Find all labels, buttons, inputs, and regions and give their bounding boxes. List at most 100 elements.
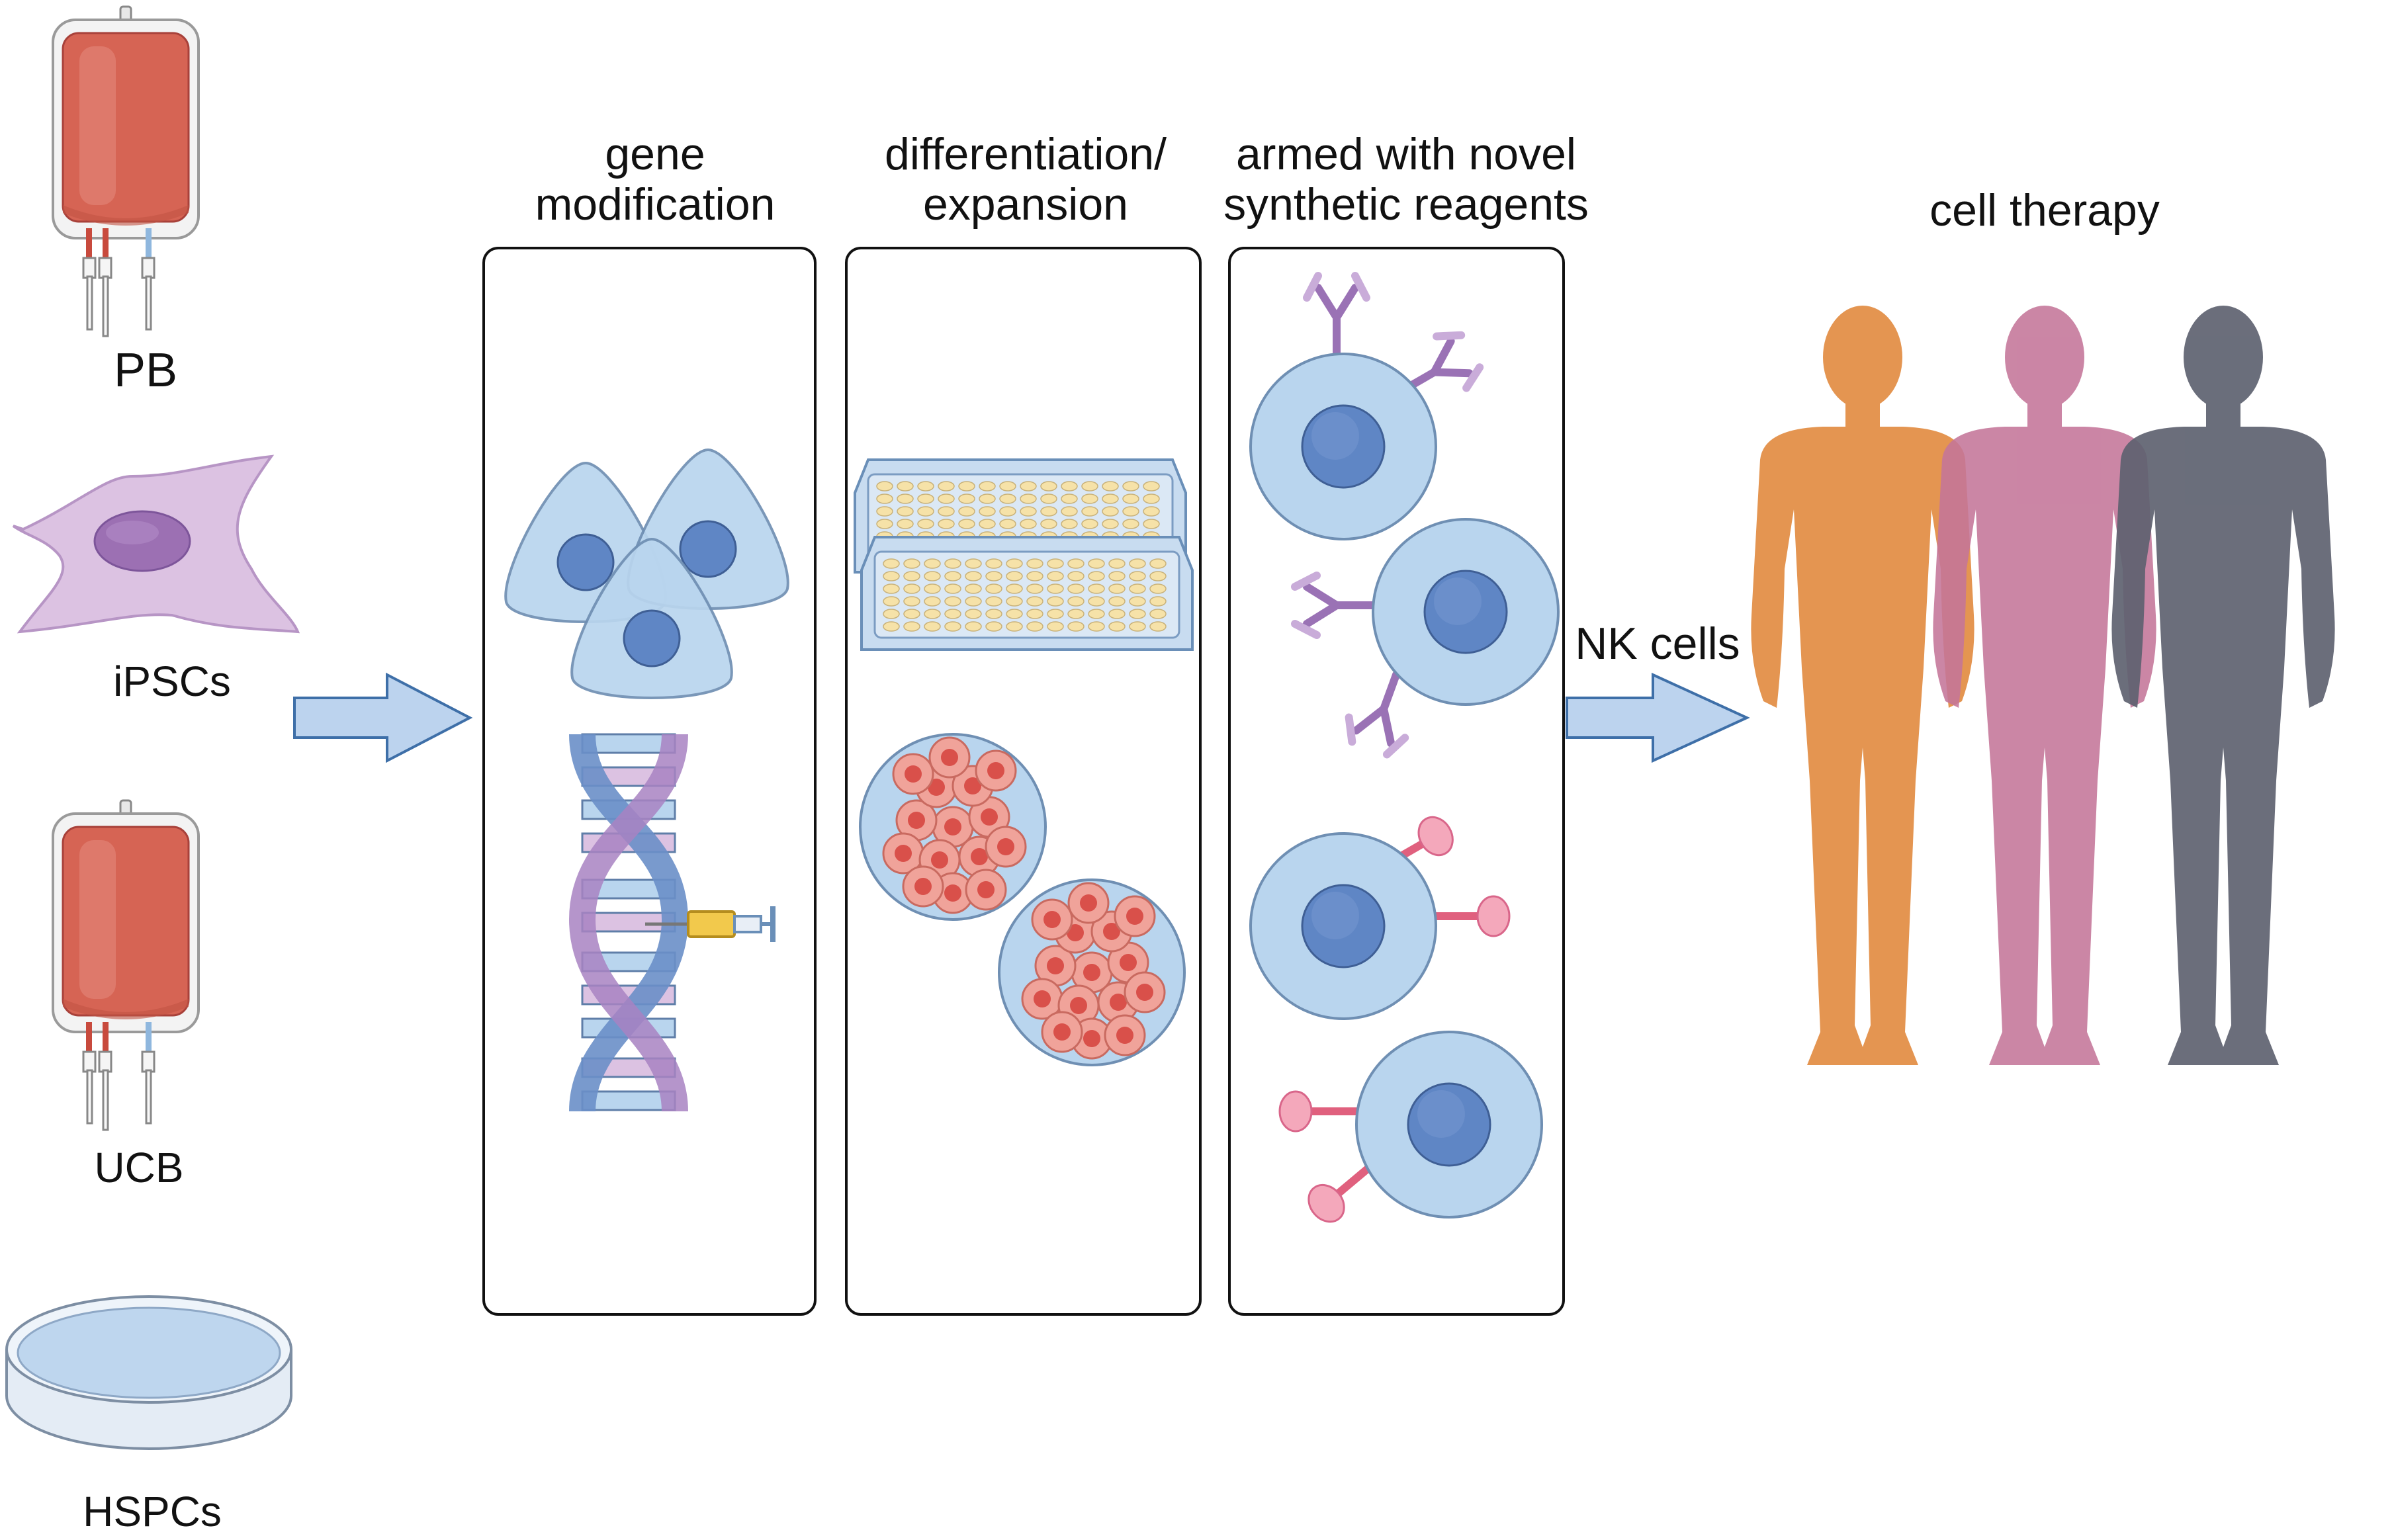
plate-well — [876, 506, 893, 517]
plate-well — [924, 583, 941, 594]
colony-cell — [1114, 895, 1156, 937]
plate-well — [985, 558, 1002, 569]
colony-cell — [1041, 1011, 1083, 1053]
plate-well — [1026, 596, 1043, 607]
plate-well — [1067, 558, 1085, 569]
cell-colony-icon — [859, 733, 1186, 1066]
pb-label: PB — [113, 344, 178, 397]
plate-well — [1143, 519, 1160, 529]
colony-cell — [1067, 882, 1110, 924]
plate-well — [965, 609, 982, 619]
colony-cell — [965, 869, 1007, 911]
plate-well — [958, 519, 975, 529]
plate-well — [1108, 609, 1126, 619]
plate-well — [903, 571, 920, 581]
plate-well — [1108, 571, 1126, 581]
plate-well — [897, 519, 914, 529]
plate-well — [1061, 481, 1078, 492]
plate-well — [1129, 583, 1146, 594]
plate-well — [1020, 493, 1037, 504]
plate-well — [1129, 558, 1146, 569]
plate-well — [1122, 519, 1139, 529]
plate-well — [965, 571, 982, 581]
plate-well — [1047, 571, 1064, 581]
plate-well — [1088, 571, 1105, 581]
plate-well — [1149, 596, 1167, 607]
plate-well — [965, 583, 982, 594]
plate-well — [1102, 506, 1119, 517]
title-line-2: expansion — [922, 179, 1129, 230]
input-arrow-icon — [293, 672, 473, 763]
plate-well — [944, 596, 961, 607]
plate-well — [1108, 596, 1126, 607]
plate-well — [924, 609, 941, 619]
gene-modification-panel — [482, 247, 817, 1316]
plate-well — [1081, 519, 1098, 529]
nk-cells-label: NK cells — [1575, 619, 1740, 669]
plate-well — [897, 493, 914, 504]
plate-well — [999, 493, 1016, 504]
plate-well — [1061, 506, 1078, 517]
plate-well — [876, 493, 893, 504]
plate-well — [1108, 583, 1126, 594]
plate-well — [958, 506, 975, 517]
plate-well — [1040, 519, 1057, 529]
colony-cell — [1104, 1014, 1146, 1056]
title-line-1: armed with novel — [1235, 129, 1577, 179]
plate-well — [944, 583, 961, 594]
plate-well — [883, 621, 900, 632]
plate-well — [917, 481, 934, 492]
plate-well — [1081, 506, 1098, 517]
plate-well — [903, 596, 920, 607]
plate-well — [903, 609, 920, 619]
plate-well — [938, 519, 955, 529]
plate-well — [924, 571, 941, 581]
plate-well — [1143, 493, 1160, 504]
plate-well — [1026, 558, 1043, 569]
plate-well — [1047, 621, 1064, 632]
cell-therapy-label: cell therapy — [1929, 185, 2160, 235]
plate-well — [897, 506, 914, 517]
plate-well — [938, 493, 955, 504]
title-line-1: differentiation/ — [885, 129, 1167, 179]
plate-well — [1088, 583, 1105, 594]
plate-well — [917, 506, 934, 517]
colony-cell — [928, 736, 971, 779]
plate-well — [1122, 493, 1139, 504]
plate-well — [944, 558, 961, 569]
plate-well — [1026, 621, 1043, 632]
ipsc-stem-cell-icon — [12, 454, 300, 634]
colony-cell — [1124, 971, 1166, 1013]
plate-well — [1006, 609, 1023, 619]
plate-well — [1122, 481, 1139, 492]
plate-well — [944, 571, 961, 581]
output-arrow-icon — [1566, 672, 1750, 763]
plate-well — [999, 481, 1016, 492]
plate-well — [985, 583, 1002, 594]
plate-well — [917, 493, 934, 504]
plate-well — [1067, 571, 1085, 581]
plate-well — [1047, 596, 1064, 607]
plate-well — [1006, 558, 1023, 569]
plate-well — [985, 596, 1002, 607]
plate-well — [1081, 481, 1098, 492]
receptor-armed-cell-icon — [1249, 811, 1543, 1229]
plate-well — [876, 481, 893, 492]
antibody-armed-cell-icon — [1249, 276, 1560, 758]
ucb-blood-bag-icon — [52, 799, 200, 1131]
plate-well — [1149, 571, 1167, 581]
plate-well — [1102, 493, 1119, 504]
colony-cell — [975, 749, 1017, 792]
plate-well — [1108, 558, 1126, 569]
plate-well — [1061, 493, 1078, 504]
plate-well — [1143, 506, 1160, 517]
plate-well — [903, 558, 920, 569]
plate-well — [1026, 583, 1043, 594]
plate-well — [1088, 558, 1105, 569]
plate-well — [1006, 596, 1023, 607]
colony-cell — [892, 753, 934, 795]
plate-well — [938, 506, 955, 517]
plate-well — [1129, 571, 1146, 581]
plate-well — [1061, 519, 1078, 529]
colony-cell — [985, 826, 1027, 868]
